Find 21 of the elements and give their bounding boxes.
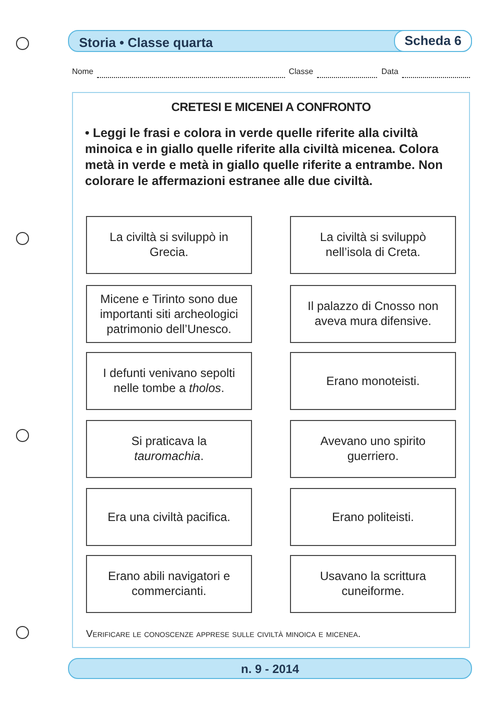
field-label: Nome	[72, 66, 94, 78]
header-subject: Storia • Classe quarta	[79, 34, 213, 52]
statement-box: Erano politeisti.	[290, 488, 456, 546]
field-label: Data	[381, 66, 398, 78]
statement-box: Erano abili navigatori e commercianti.	[86, 555, 252, 613]
sheet-number-tab: Scheda 6	[394, 30, 472, 52]
footnote-text: Verificare le conoscenze apprese sulle civiltà minoica e micenea.	[86, 628, 361, 642]
statement-box: Il palazzo di Cnosso non aveva mura difensive.	[290, 285, 456, 343]
statement-box: Avevano uno spirito guerriero.	[290, 420, 456, 478]
footer-bar: n. 9 - 2014	[68, 658, 472, 679]
field-label: Classe	[288, 66, 314, 78]
statement-box: Usavano la scrittura cuneiforme.	[290, 555, 456, 613]
statement-box: Era una civiltà pacifica.	[86, 488, 252, 546]
statement-box: Micene e Tirinto sono due importanti siti archeologici patrimonio dell’Unesco.	[86, 285, 252, 343]
statement-box: La civiltà si sviluppò in Grecia.	[86, 216, 252, 274]
statement-box: Erano monoteisti.	[290, 352, 456, 410]
worksheet-title: CRETESI E MICENEI A CONFRONTO	[170, 99, 372, 116]
statement-box: I defunti venivano sepolti nelle tombe a tholos.	[86, 352, 252, 410]
instructions-text: • Leggi le frasi e colora in verde quelle riferite alla civiltà minoica e in giallo quelle riferite alla civiltà micenea. Colora metà in verde e metà in giallo quelle riferite a entrambe. Non colorare le affermazioni estranee alle due civiltà.	[85, 125, 444, 189]
statement-box: La civiltà si sviluppò nell’isola di Creta.	[290, 216, 456, 274]
statement-box: Si praticava la tauromachia.	[86, 420, 252, 478]
